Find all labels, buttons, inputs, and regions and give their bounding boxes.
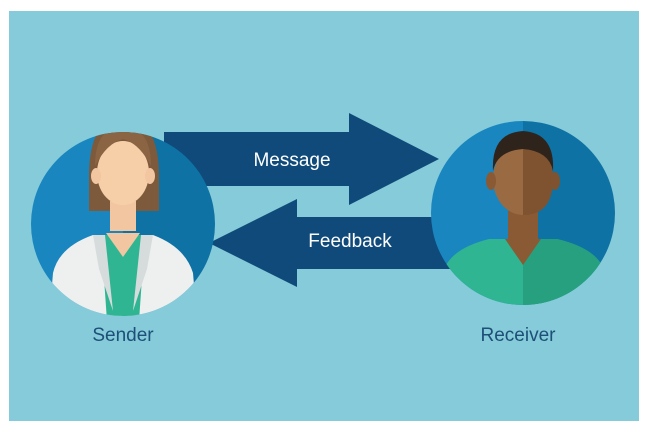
diagram-canvas [9, 11, 639, 421]
receiver-label: Receiver [480, 325, 556, 346]
sender-label: Sender [92, 325, 154, 346]
feedback-arrow [209, 199, 459, 287]
sender-avatar-icon [31, 132, 215, 316]
receiver-avatar-icon [431, 121, 615, 305]
feedback-label: Feedback [308, 231, 392, 252]
message-arrow [164, 113, 439, 205]
message-label: Message [253, 150, 331, 171]
